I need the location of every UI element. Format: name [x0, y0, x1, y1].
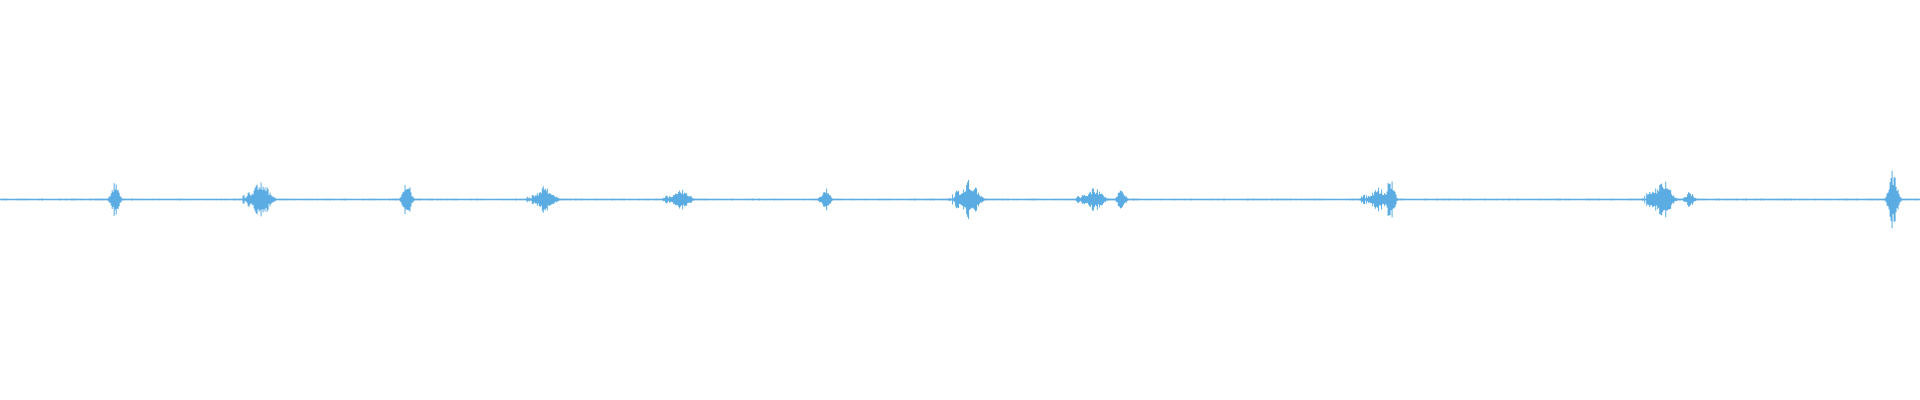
waveform-peak — [655, 189, 709, 210]
waveform-peak — [1106, 190, 1136, 209]
waveform-peak — [518, 186, 572, 213]
waveform-peak — [1375, 181, 1405, 218]
waveform-peak — [100, 183, 130, 216]
waveform-peak — [1675, 192, 1705, 207]
waveform-peak — [234, 182, 288, 217]
waveform-peaks — [0, 170, 1918, 229]
waveform-peak — [392, 184, 422, 215]
waveform-peak — [1878, 170, 1908, 229]
waveform-peak — [943, 180, 997, 219]
waveform-peak — [811, 188, 841, 211]
